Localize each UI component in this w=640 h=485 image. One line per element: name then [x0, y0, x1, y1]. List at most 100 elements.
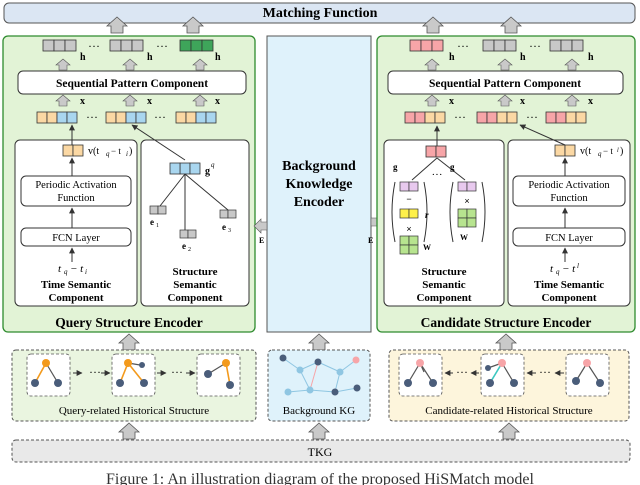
background-knowledge-encoder-box	[266, 35, 372, 333]
query-structure-semantic-box	[140, 139, 250, 307]
v-minus: − t	[603, 146, 613, 156]
w-label: W	[460, 233, 468, 242]
candidate-sequential-pattern-box	[387, 70, 624, 95]
g-label: g	[205, 166, 210, 177]
time-subscript: i	[85, 268, 87, 276]
up-arrow-icon	[55, 94, 71, 107]
up-arrow-icon	[497, 58, 513, 71]
bracket	[391, 181, 396, 243]
time-superscript: l	[577, 262, 579, 270]
time-subscript: q	[556, 268, 560, 276]
v-label: v(t	[88, 146, 99, 157]
dots: ···	[89, 365, 101, 379]
r-label: r	[425, 210, 429, 220]
query-sequential-pattern-box	[17, 70, 247, 95]
bke-line-1: Background	[282, 159, 356, 174]
candidate-input-vectors: ··· ···	[404, 110, 587, 124]
time-expression: t	[550, 263, 554, 275]
svg-text:···: ···	[457, 39, 469, 53]
periodic-label-2: Function	[57, 193, 95, 204]
v-paren: )	[129, 146, 132, 157]
svg-text:···: ···	[526, 110, 538, 124]
structure-component-label-3: Component	[167, 292, 222, 304]
query-subgraph-2	[111, 353, 156, 397]
e2-label: e	[182, 241, 186, 251]
query-subgraph-1	[26, 353, 71, 397]
time-component-label-2: Component	[541, 292, 596, 304]
candidate-sequential-pattern-label: Sequential Pattern Component	[429, 78, 581, 90]
g-label: g	[450, 162, 455, 172]
arrow	[131, 124, 186, 161]
edge-line	[159, 173, 186, 207]
v-label: v(t	[580, 146, 591, 157]
query-fcn-layer-box	[20, 227, 132, 247]
v-minus: − t	[111, 146, 121, 156]
time-component-label-1: Time Semantic	[534, 279, 604, 291]
edge-label-right: E	[368, 236, 373, 245]
v-subscript: q	[106, 150, 110, 158]
candidate-subgraph-1	[398, 353, 443, 397]
yellow-cell	[408, 208, 419, 219]
up-arrow-icon	[307, 422, 331, 440]
arrow	[519, 124, 566, 146]
background-kg-graph	[279, 354, 361, 396]
structure-component-label-2: Semantic	[173, 279, 217, 291]
matching-function-title: Matching Function	[263, 6, 378, 21]
up-arrow-icon	[117, 422, 141, 440]
figure-caption: Figure 1: An illustration diagram of the…	[106, 471, 534, 485]
h-label: h	[449, 52, 455, 63]
periodic-label-1: Periodic Activation	[35, 180, 117, 191]
neighbor-vector-e3	[219, 209, 237, 219]
g-label: g	[393, 162, 398, 172]
svg-text:···: ···	[86, 110, 98, 124]
structure-component-label-1: Structure	[421, 266, 466, 278]
time-component-label-1: Time Semantic	[41, 279, 111, 291]
up-arrow-icon	[564, 94, 580, 107]
up-arrow-icon	[497, 422, 521, 440]
dots: ···	[539, 365, 551, 379]
periodic-label-2: Function	[550, 193, 588, 204]
g-superscript: q	[211, 161, 215, 169]
struct-vector-cell	[189, 162, 201, 175]
bracket	[449, 181, 454, 243]
matching-function-box	[3, 2, 636, 24]
candidate-subgraph-2	[480, 353, 525, 397]
time-expression: t	[58, 263, 62, 275]
struct-vector-cell	[179, 162, 191, 175]
edge-line	[436, 157, 466, 181]
up-arrow-icon	[192, 58, 208, 71]
dots: ···	[432, 169, 443, 181]
yellow-cell	[399, 208, 410, 219]
x-label: x	[588, 96, 593, 107]
h-label: h	[80, 52, 86, 63]
struct-vector-cell	[169, 162, 181, 175]
bke-line-2: Knowledge	[286, 177, 353, 192]
neighbor-vector-e1	[149, 205, 167, 215]
v-subscript: i	[126, 150, 128, 158]
svg-text:···: ···	[156, 39, 168, 53]
up-arrow-icon	[117, 333, 141, 351]
query-historical-label: Query-related Historical Structure	[59, 405, 209, 417]
left-arrow-icon	[253, 218, 268, 234]
up-arrow-icon	[421, 16, 445, 34]
x-label: x	[215, 96, 220, 107]
background-kg-label: Background KG	[283, 405, 355, 417]
lilac-cell	[457, 181, 468, 192]
weight-matrix-2	[457, 208, 477, 228]
w-label: W	[423, 243, 431, 252]
tkg-box	[11, 439, 631, 463]
query-input-vectors: ··· ···	[36, 110, 217, 124]
h-label: h	[520, 52, 526, 63]
fcn-label: FCN Layer	[52, 233, 100, 244]
query-hidden-vectors: ··· ···	[42, 39, 214, 53]
svg-text:···: ···	[454, 110, 466, 124]
dots: ···	[171, 365, 183, 379]
up-arrow-icon	[105, 16, 129, 34]
periodic-label-1: Periodic Activation	[528, 180, 610, 191]
aggregated-vector-cell	[425, 145, 437, 158]
up-arrow-icon	[499, 16, 523, 34]
h-label: h	[588, 52, 594, 63]
x-label: x	[449, 96, 454, 107]
tkg-label: TKG	[308, 445, 333, 459]
